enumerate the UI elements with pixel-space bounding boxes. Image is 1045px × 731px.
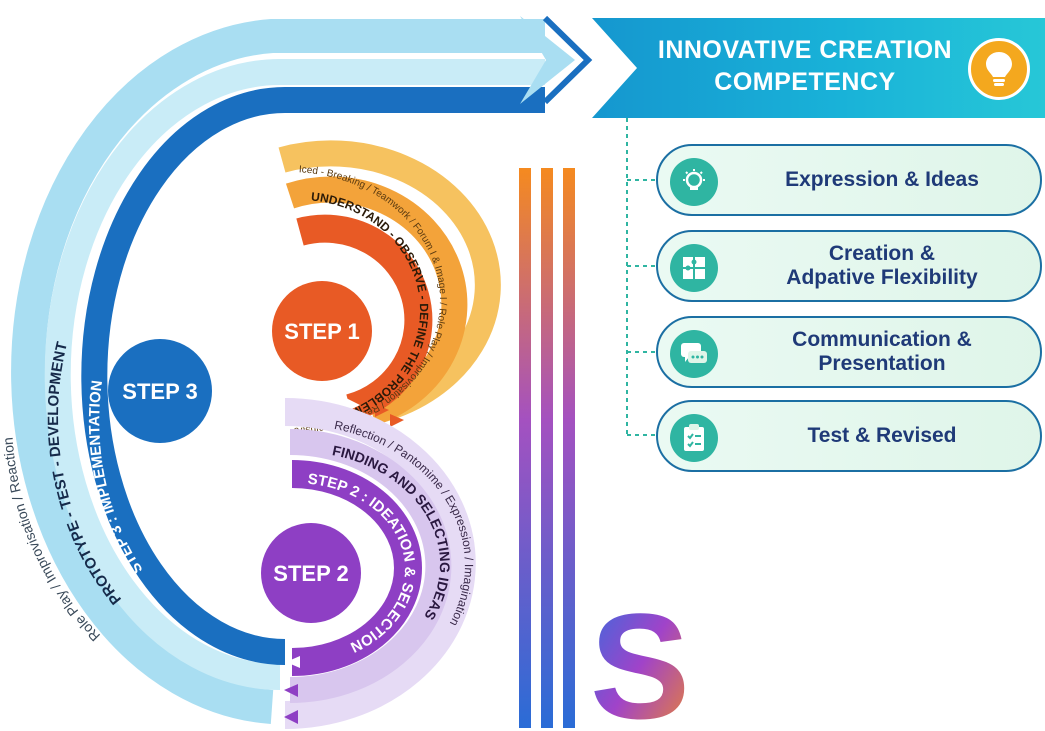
puzzle-icon [670,244,718,292]
step2-badge [261,523,361,623]
step2-inner-band [291,460,422,676]
step2-arrow-outer [284,710,298,724]
step3-inner-band [81,87,545,665]
clipboard-checklist-icon [670,414,718,462]
step3-badge [108,339,212,443]
step1-badge [272,281,372,381]
header-title-line1: INNOVATIVE CREATION [657,36,953,64]
step2-badge-label: STEP 2 [273,561,348,586]
gradient-bar-3 [563,168,575,728]
chat-bubbles-icon [670,330,718,378]
step2-middle-band [289,429,452,703]
step2-arrow-inner [286,656,300,668]
step1-arrow-outer [390,414,404,427]
idea-bulb-icon [670,158,718,206]
header-title-line2: COMPETENCY [714,68,896,96]
step3-outer-band [11,19,545,724]
step2-outer-band [284,398,476,729]
step3-middle-band [44,59,545,690]
competency-card-test: Test & Revised [656,400,1042,472]
competency-card-creation: Creation &Adpative Flexibility [656,230,1042,302]
competency-label: Expression & Ideas [785,168,979,191]
step1-inner-band [296,214,433,422]
step3-badge-label: STEP 3 [122,379,197,404]
step3-arrow-head [520,16,575,104]
step1-badge-label: STEP 1 [284,319,359,344]
competency-label: Creation &Adpative Flexibility [786,242,978,289]
step1-arrow-middle [375,404,389,417]
gradient-bar-2 [541,168,553,728]
step1-middle-band [285,176,468,426]
connector-branches [627,179,656,436]
lightbulb-icon [968,38,1030,100]
logo-letter-s: S [590,582,690,731]
competency-card-expression: Expression & Ideas [656,144,1042,216]
step3-arrow-chevron [542,15,593,105]
header-title: INNOVATIVE CREATION COMPETENCY [640,34,970,98]
step2-arrow-middle [284,684,298,697]
competency-label: Communication &Presentation [792,328,972,375]
competency-card-communication: Communication &Presentation [656,316,1042,388]
gradient-bar-1 [519,168,531,728]
competency-header: INNOVATIVE CREATION COMPETENCY [592,18,1045,118]
competency-label: Test & Revised [807,424,957,447]
